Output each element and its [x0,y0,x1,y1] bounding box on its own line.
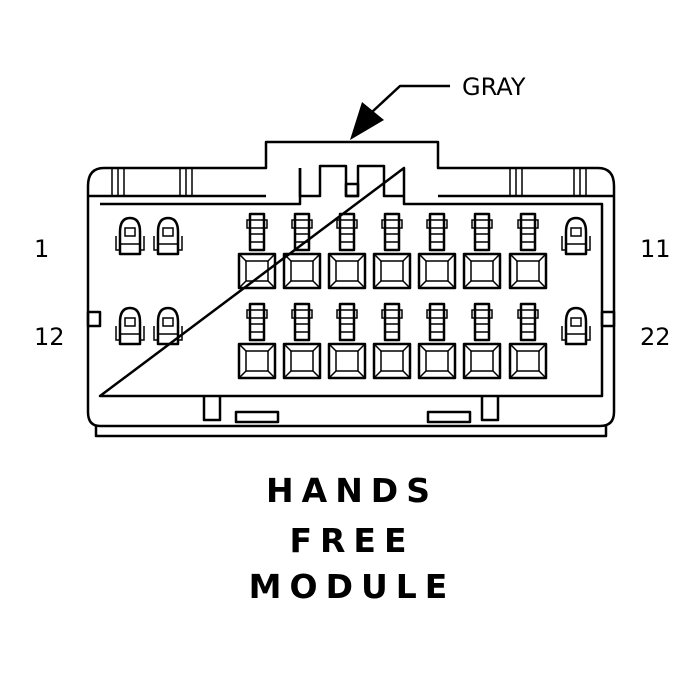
cavity-r1-c6 [372,212,412,290]
cavity-r1-c1 [115,216,145,256]
title-line-1: HANDS [266,471,438,510]
cavity-r2-c10 [561,306,591,346]
pin-number-top-left: 1 [34,235,49,263]
cavity-r1-c7 [417,212,457,290]
cavity-r2-c8 [462,302,502,380]
connector-housing [86,140,616,438]
cavity-r2-c5 [327,302,367,380]
pin-number-bottom-left: 12 [34,323,65,351]
color-label: GRAY [462,73,526,101]
cavity-r2-c2 [153,306,183,346]
cavity-r1-c10 [561,216,591,256]
title-line-2: FREE [289,521,414,560]
cavity-r1-c2 [153,216,183,256]
pin-number-bottom-right: 22 [640,323,671,351]
pin-cavities [115,212,591,380]
cavity-r2-c9 [508,302,548,380]
cavity-r2-c7 [417,302,457,380]
cavity-r1-c4 [282,212,322,290]
cavity-r2-c4 [282,302,322,380]
cavity-r2-c3 [237,302,277,380]
callout-arrow [350,84,450,140]
cavity-r1-c8 [462,212,502,290]
cavity-r2-c1 [115,306,145,346]
cavity-r1-c9 [508,212,548,290]
cavity-r1-c5 [327,212,367,290]
cavity-r2-c6 [372,302,412,380]
cavity-r1-c3 [237,212,277,290]
pin-number-top-right: 11 [640,235,671,263]
title-line-3: MODULE [249,567,456,606]
